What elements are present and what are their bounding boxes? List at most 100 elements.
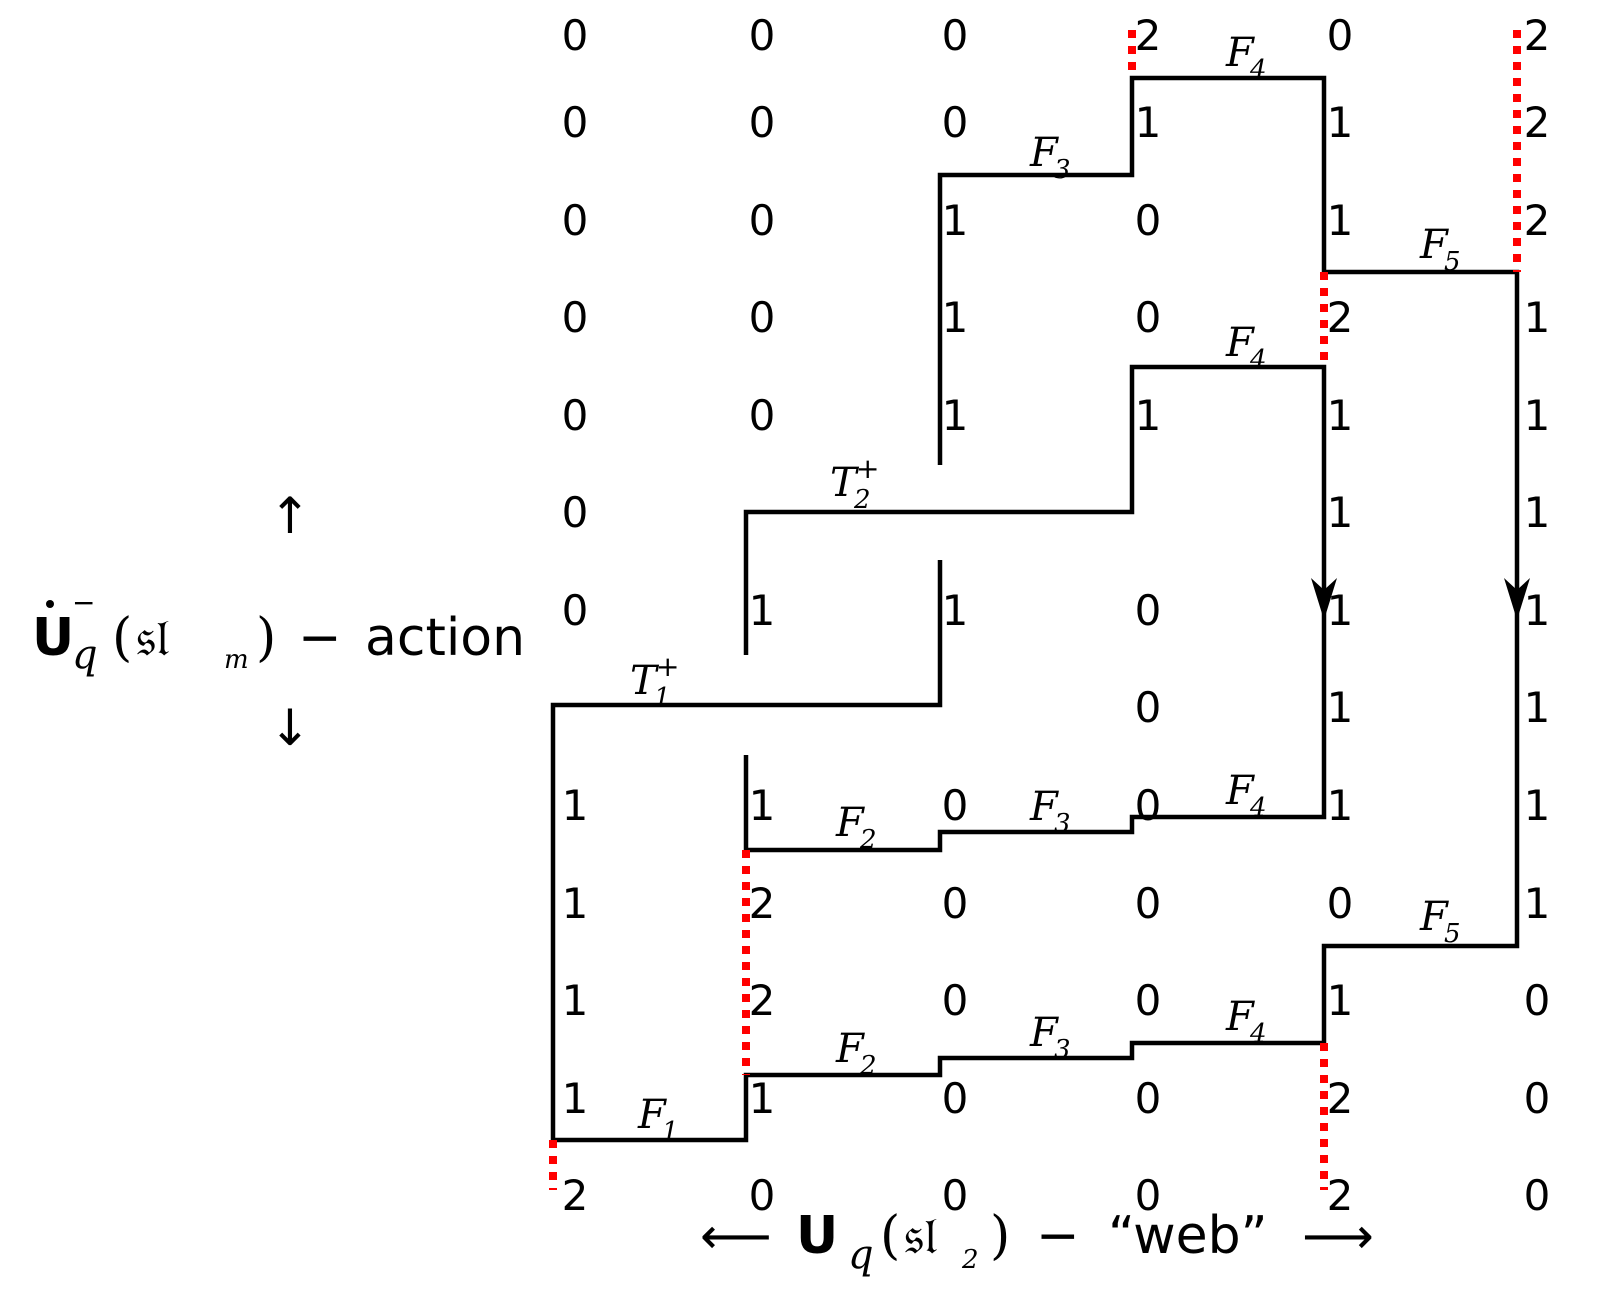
grid-cell-value: 2 (749, 879, 776, 928)
grid-cell-value: 1 (749, 586, 776, 635)
grid-cell-value: 2 (1524, 196, 1551, 245)
path-lower-b (743, 600, 1327, 853)
grid-cell-value: 0 (1327, 879, 1354, 928)
algebra-open-paren-h: ( (880, 1206, 900, 1266)
label-sub: 4 (1249, 793, 1267, 823)
path-label-f2-b: F2 (835, 1026, 877, 1081)
algebra-open-paren: ( (112, 608, 132, 668)
web-paths (550, 75, 1520, 1143)
grid-cell-value: 2 (1327, 1074, 1354, 1123)
algebra-symbol: 𝔰𝔩 (136, 608, 170, 668)
label-main: F (835, 800, 865, 846)
label-sup: + (656, 650, 679, 683)
grid-cell-value: 0 (1135, 1074, 1162, 1123)
label-sub: 1 (662, 1117, 679, 1147)
algebra-symbol-h: 𝔰𝔩 (904, 1206, 938, 1266)
algebra-sub-h: 2 (961, 1245, 979, 1275)
grid-cell-value: 0 (562, 586, 589, 635)
grid-cell-value: 1 (942, 196, 969, 245)
quantum-group-sub-h: q (848, 1232, 874, 1278)
grid-cell-value: 1 (1327, 196, 1354, 245)
path-lower-c (553, 600, 1520, 1143)
grid-cell-value: 1 (1327, 976, 1354, 1025)
grid-cell-value: 1 (942, 391, 969, 440)
label-sub: 5 (1444, 919, 1461, 949)
arrowhead-web-1 (1311, 578, 1337, 620)
label-main: F (1029, 130, 1059, 176)
horizontal-axis-label: ⟵ U q ( 𝔰𝔩 2 ) − “web” ⟶ (700, 1206, 1374, 1278)
label-sub: 2 (853, 485, 871, 515)
grid-cell-value: 1 (562, 976, 589, 1025)
label-main: F (1419, 222, 1449, 268)
grid-cell-value: 0 (562, 11, 589, 60)
grid-cell-value: 0 (1135, 976, 1162, 1025)
grid-cell-value: 0 (942, 781, 969, 830)
label-main: F (1225, 320, 1255, 366)
grid-cell-value: 0 (1135, 879, 1162, 928)
quantum-group-symbol-h: U (796, 1206, 838, 1266)
quantum-group-sub: q (72, 632, 98, 678)
path-label-f4-a: F4 (1225, 768, 1267, 823)
grid-cell-value: 0 (1135, 586, 1162, 635)
grid-cell-value: 2 (1327, 1171, 1354, 1220)
path-label-t2: T2+ (830, 452, 879, 515)
path-label-t1: T1+ (630, 650, 679, 713)
arrow-left-icon: ⟵ (700, 1207, 772, 1265)
quantum-group-symbol: U (32, 608, 74, 668)
label-sub: 3 (1054, 809, 1071, 839)
label-sub: 4 (1249, 55, 1267, 85)
algebra-sub: m (224, 645, 249, 675)
label-sub: 2 (859, 1051, 877, 1081)
path-middle (743, 364, 1327, 655)
grid-cell-value: 0 (749, 1171, 776, 1220)
grid-cell-value: 1 (1524, 781, 1551, 830)
grid-cell-value: 0 (1524, 1171, 1551, 1220)
label-sub: 2 (859, 825, 877, 855)
grid-cell-value: 0 (1135, 1171, 1162, 1220)
label-main: F (1225, 994, 1255, 1040)
grid-cell-value: 1 (1524, 488, 1551, 537)
grid-cell-value: 0 (562, 196, 589, 245)
grid-cell-value: 1 (1135, 391, 1162, 440)
label-main: F (835, 1026, 865, 1072)
grid-cell-value: 2 (749, 976, 776, 1025)
arrow-up-icon: ↑ (269, 487, 311, 545)
label-sub: 4 (1249, 345, 1267, 375)
grid-cell-value: 2 (1524, 11, 1551, 60)
grid-cell-value: 0 (1327, 11, 1354, 60)
path-label-f4-b: F4 (1225, 994, 1267, 1049)
arrowheads (1311, 578, 1530, 620)
axis-dash-h: − (1036, 1206, 1080, 1266)
grid-cell-value: 1 (1327, 488, 1354, 537)
label-main: T (830, 460, 860, 506)
grid-cell-value: 1 (749, 781, 776, 830)
grid-cell-value: 0 (1524, 976, 1551, 1025)
label-sub: 4 (1249, 1019, 1267, 1049)
path-label-f3-b: F3 (1029, 1010, 1071, 1065)
grid-cell-value: 0 (562, 98, 589, 147)
grid-cell-value: 1 (562, 1074, 589, 1123)
grid-cell-value: 1 (1327, 781, 1354, 830)
grid-cell-value: 1 (942, 293, 969, 342)
path-lower-a (550, 560, 943, 1140)
arrow-right-icon: ⟶ (1302, 1207, 1374, 1265)
grid-cell-value: 1 (1524, 293, 1551, 342)
grid-cell-value: 1 (1524, 683, 1551, 732)
label-main: T (630, 658, 660, 704)
grid-cell-value: 0 (749, 293, 776, 342)
label-sub: 1 (654, 683, 671, 713)
path-upper (937, 75, 1520, 600)
grid-cell-value: 0 (749, 11, 776, 60)
label-main: F (1029, 1010, 1059, 1056)
label-main: F (1225, 30, 1255, 76)
label-sup: + (856, 452, 879, 485)
grid-cell-value: 0 (942, 1074, 969, 1123)
grid-cell-value: 1 (562, 879, 589, 928)
arrow-down-icon: ↓ (269, 699, 311, 757)
label-sub: 3 (1054, 1035, 1071, 1065)
grid-cell-value: 0 (562, 488, 589, 537)
algebra-close-paren-h: ) (990, 1206, 1010, 1266)
label-main: F (1029, 784, 1059, 830)
